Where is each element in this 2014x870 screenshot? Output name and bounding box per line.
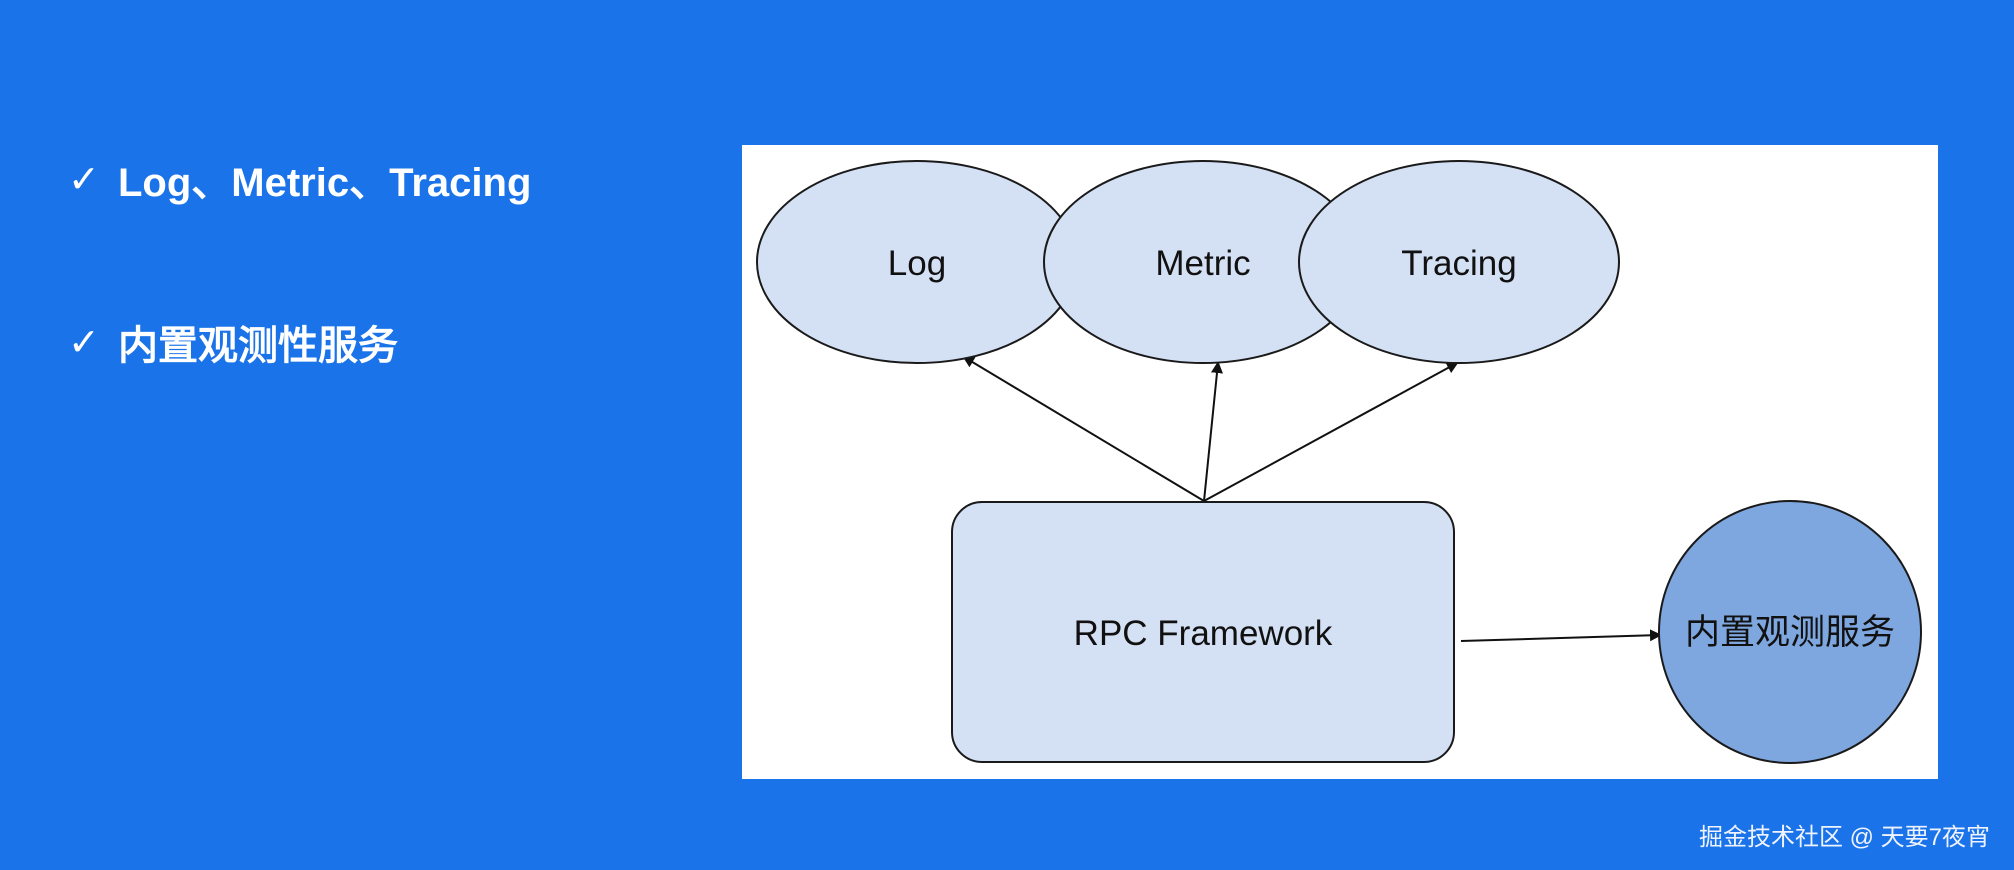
bullet-text: Log、Metric、Tracing [118, 161, 532, 205]
observability-service-node [1658, 500, 1922, 764]
diagram-canvas: Log Metric Tracing RPC Framework 内置观测服务 [756, 160, 1922, 764]
check-icon: ✓ [68, 158, 100, 201]
arrow-framework-to-tracing [1203, 362, 1459, 502]
arrow-framework-to-log [962, 355, 1205, 502]
bullet-observability-service: ✓ 内置观测性服务 [68, 313, 398, 371]
bullet-log-metric-tracing: ✓ Log、Metric、Tracing [68, 150, 531, 208]
architecture-diagram: Log Metric Tracing RPC Framework 内置观测服务 [742, 145, 1938, 779]
log-label: Log [888, 244, 946, 283]
check-icon: ✓ [68, 321, 100, 364]
rpc-framework-label: RPC Framework [1074, 614, 1333, 653]
observability-service-label: 内置观测服务 [1685, 613, 1895, 652]
bullet-text: 内置观测性服务 [118, 324, 398, 368]
tracing-label: Tracing [1401, 244, 1516, 283]
footer-credit: 掘金技术社区 @ 天要7夜宵 [1698, 824, 1990, 851]
tracing-node [1298, 160, 1620, 364]
rpc-framework-node [951, 501, 1455, 763]
metric-label: Metric [1155, 244, 1250, 283]
arrow-framework-to-service [1460, 629, 1662, 642]
arrow-framework-to-metric [1203, 361, 1223, 502]
